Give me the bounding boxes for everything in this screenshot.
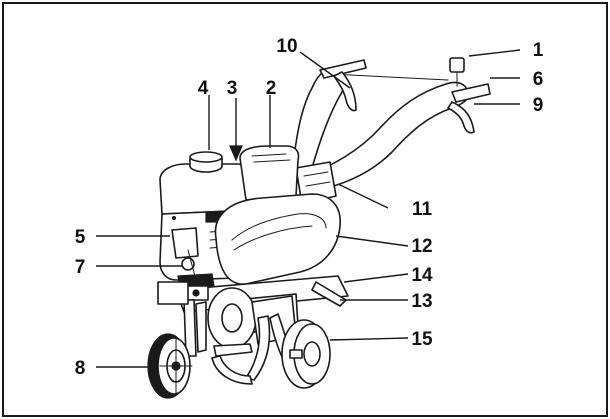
- callout-3: 3: [227, 78, 238, 99]
- callout-11: 11: [412, 199, 433, 220]
- callout-13: 13: [411, 291, 432, 312]
- side-disk: [281, 319, 331, 389]
- callout-6: 6: [533, 69, 544, 90]
- transport-wheel: [147, 281, 207, 399]
- callout-7: 7: [75, 257, 86, 278]
- callout-4: 4: [198, 78, 209, 99]
- handlebar: [291, 57, 491, 205]
- leader-lines: [96, 49, 521, 368]
- callout-10: 10: [276, 36, 297, 57]
- callout-14: 14: [411, 265, 433, 286]
- callout-5: 5: [75, 227, 86, 248]
- callout-1: 1: [533, 40, 544, 61]
- callout-9: 9: [533, 95, 544, 116]
- callout-12: 12: [411, 236, 432, 257]
- callout-2: 2: [266, 78, 277, 99]
- callout-8: 8: [75, 358, 86, 379]
- belt-cover: [214, 193, 341, 285]
- callout-15: 15: [411, 329, 433, 350]
